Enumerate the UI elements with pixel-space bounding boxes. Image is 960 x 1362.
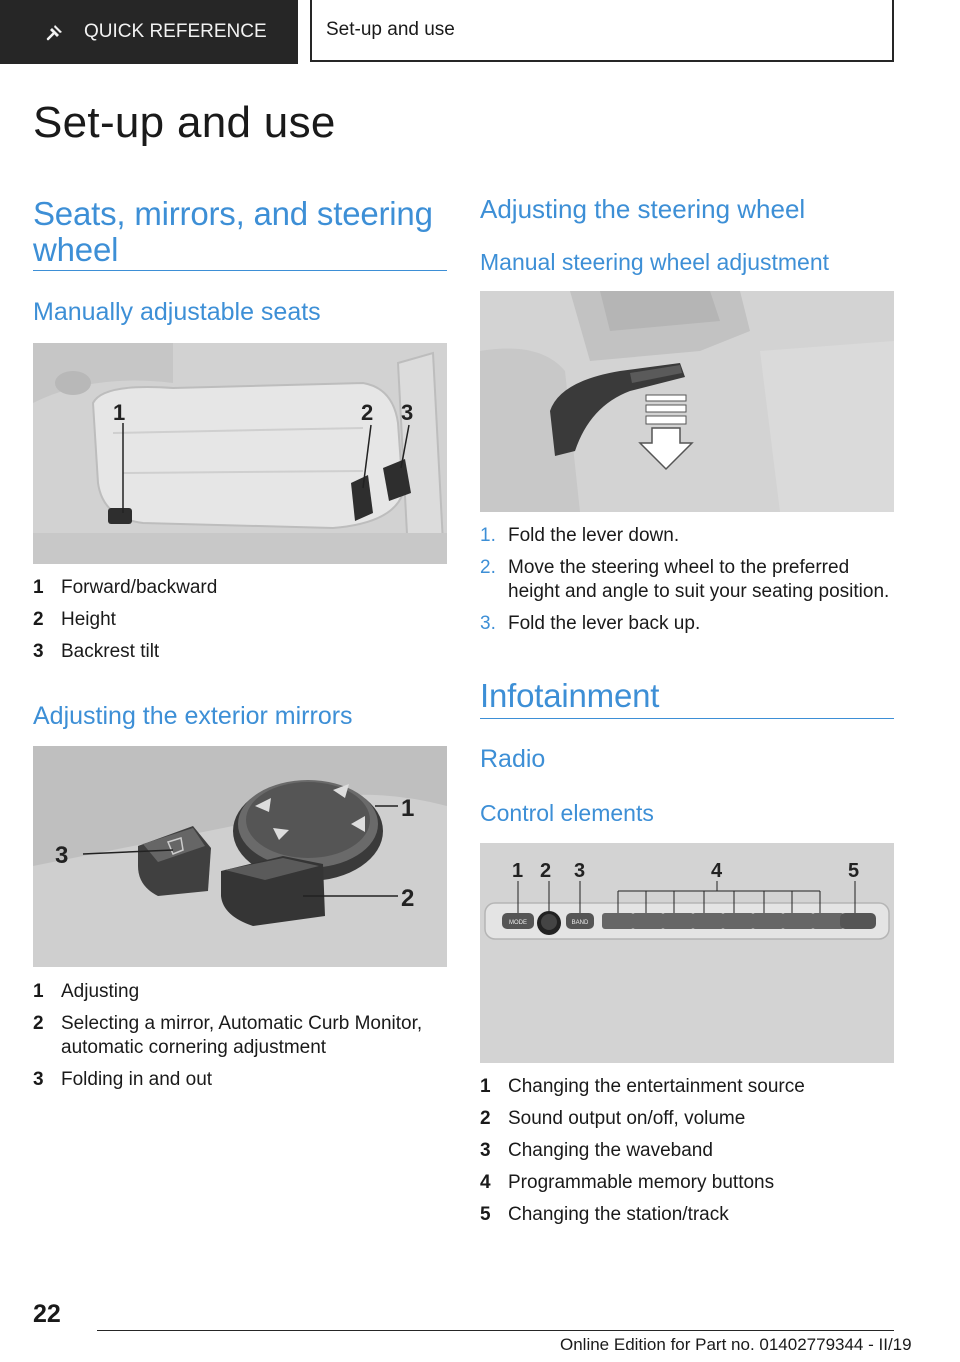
item-text: Backrest tilt — [61, 641, 160, 662]
manual-seats-heading: Manually adjustable seats — [33, 298, 321, 326]
list-item: 3. Fold the lever back up. — [480, 612, 894, 636]
item-text: Adjusting — [61, 981, 140, 1002]
item-text: Programmable memory buttons — [508, 1172, 775, 1193]
item-text: Changing the waveband — [508, 1140, 713, 1161]
seat-callout-1: 1 — [113, 400, 125, 425]
radio-panel-illustration: MODE BAND 1 2 3 4 5 — [480, 843, 894, 1063]
step-text: Move the steering wheel to the preferred… — [508, 557, 890, 602]
list-item: 1 Adjusting — [33, 980, 447, 1004]
radio-callout-2: 2 — [540, 860, 551, 882]
radio-list: 1 Changing the entertainment source 2 Soun… — [480, 1075, 894, 1235]
heading-rule — [33, 270, 447, 271]
footer-rule — [97, 1330, 894, 1331]
list-item: 3 Folding in and out — [33, 1068, 447, 1092]
item-number: 2 — [33, 609, 44, 630]
section-tab-label: QUICK REFERENCE — [84, 21, 267, 42]
list-item: 2 Height — [33, 608, 447, 632]
seat-list: 1 Forward/backward 2 Height 3 Backrest tilt — [33, 576, 447, 672]
item-text: Height — [61, 609, 116, 630]
seat-callout-2: 2 — [361, 400, 373, 425]
item-number: 1 — [33, 577, 44, 598]
mirror-figure: 3 1 2 — [33, 746, 447, 967]
radio-figure: MODE BAND 1 2 3 4 5 — [480, 843, 894, 1063]
list-item: 3 Changing the waveband — [480, 1139, 894, 1163]
item-number: 1 — [33, 981, 44, 1002]
radio-heading: Radio — [480, 745, 546, 773]
mirror-callout-2: 2 — [401, 885, 414, 912]
list-item: 2 Selecting a mirror, Automatic Curb Moni… — [33, 1012, 447, 1060]
seat-figure: 1 2 3 — [33, 343, 447, 564]
radio-callout-3: 3 — [574, 860, 585, 882]
seat-callout-3: 3 — [401, 400, 413, 425]
page-number: 22 — [33, 1300, 61, 1328]
steering-steps: 1. Fold the lever down. 2. Move the steeri… — [480, 524, 894, 644]
step-text: Fold the lever down. — [508, 525, 680, 546]
steering-figure — [480, 291, 894, 512]
step-text: Fold the lever back up. — [508, 613, 701, 634]
radio-callout-5: 5 — [848, 860, 859, 882]
steering-lever-illustration — [480, 291, 894, 512]
item-number: 3 — [33, 641, 44, 662]
heading-rule — [480, 718, 894, 719]
radio-callout-4: 4 — [711, 860, 723, 882]
list-item: 2. Move the steering wheel to the preferr… — [480, 556, 894, 604]
infotainment-heading: Infotainment — [480, 677, 660, 714]
step-number: 1. — [480, 525, 496, 546]
list-item: 1 Forward/backward — [33, 576, 447, 600]
page-title: Set-up and use — [33, 98, 336, 147]
list-item: 1. Fold the lever down. — [480, 524, 894, 548]
manual-steering-heading: Manual steering wheel adjustment — [480, 249, 830, 275]
item-text: Changing the station/track — [508, 1204, 729, 1225]
band-button-label: BAND — [572, 920, 589, 926]
item-number: 1 — [480, 1076, 491, 1097]
step-number: 3. — [480, 613, 496, 634]
list-item: 1 Changing the entertainment source — [480, 1075, 894, 1099]
page-header: Set-up and use — [310, 0, 894, 62]
item-number: 3 — [33, 1069, 44, 1090]
control-elements-heading: Control elements — [480, 800, 654, 826]
steering-heading: Adjusting the steering wheel — [480, 194, 806, 224]
mirror-switch-illustration: 3 1 2 — [33, 746, 447, 967]
list-item: 2 Sound output on/off, volume — [480, 1107, 894, 1131]
item-number: 4 — [480, 1172, 491, 1193]
section-tab[interactable]: QUICK REFERENCE — [0, 0, 298, 64]
page-header-label: Set-up and use — [326, 19, 455, 40]
mirrors-heading: Adjusting the exterior mirrors — [33, 702, 353, 730]
item-number: 5 — [480, 1204, 491, 1225]
step-number: 2. — [480, 557, 496, 578]
seat-illustration: 1 2 3 — [33, 343, 447, 564]
radio-callout-1: 1 — [512, 860, 523, 882]
item-text: Changing the entertainment source — [508, 1076, 805, 1097]
mirror-list: 1 Adjusting 2 Selecting a mirror, Automati… — [33, 980, 447, 1100]
mirror-callout-3: 3 — [55, 842, 68, 869]
item-text: Forward/backward — [61, 577, 218, 598]
item-text: Folding in and out — [61, 1069, 213, 1090]
mirror-callout-1: 1 — [401, 795, 414, 822]
item-number: 2 — [33, 1013, 44, 1034]
list-item: 5 Changing the station/track — [480, 1203, 894, 1227]
list-item: 4 Programmable memory buttons — [480, 1171, 894, 1195]
item-number: 3 — [480, 1140, 491, 1161]
edition-footer: Online Edition for Part no. 01402779344 … — [560, 1335, 912, 1354]
pushpin-icon — [46, 25, 62, 41]
list-item: 3 Backrest tilt — [33, 640, 447, 664]
mode-button-label: MODE — [509, 920, 527, 926]
seats-heading: Seats, mirrors, and steering wheel — [33, 195, 433, 268]
item-text: Sound output on/off, volume — [508, 1108, 746, 1129]
item-number: 2 — [480, 1108, 491, 1129]
item-text: Selecting a mirror, Automatic Curb Monit… — [61, 1013, 423, 1058]
